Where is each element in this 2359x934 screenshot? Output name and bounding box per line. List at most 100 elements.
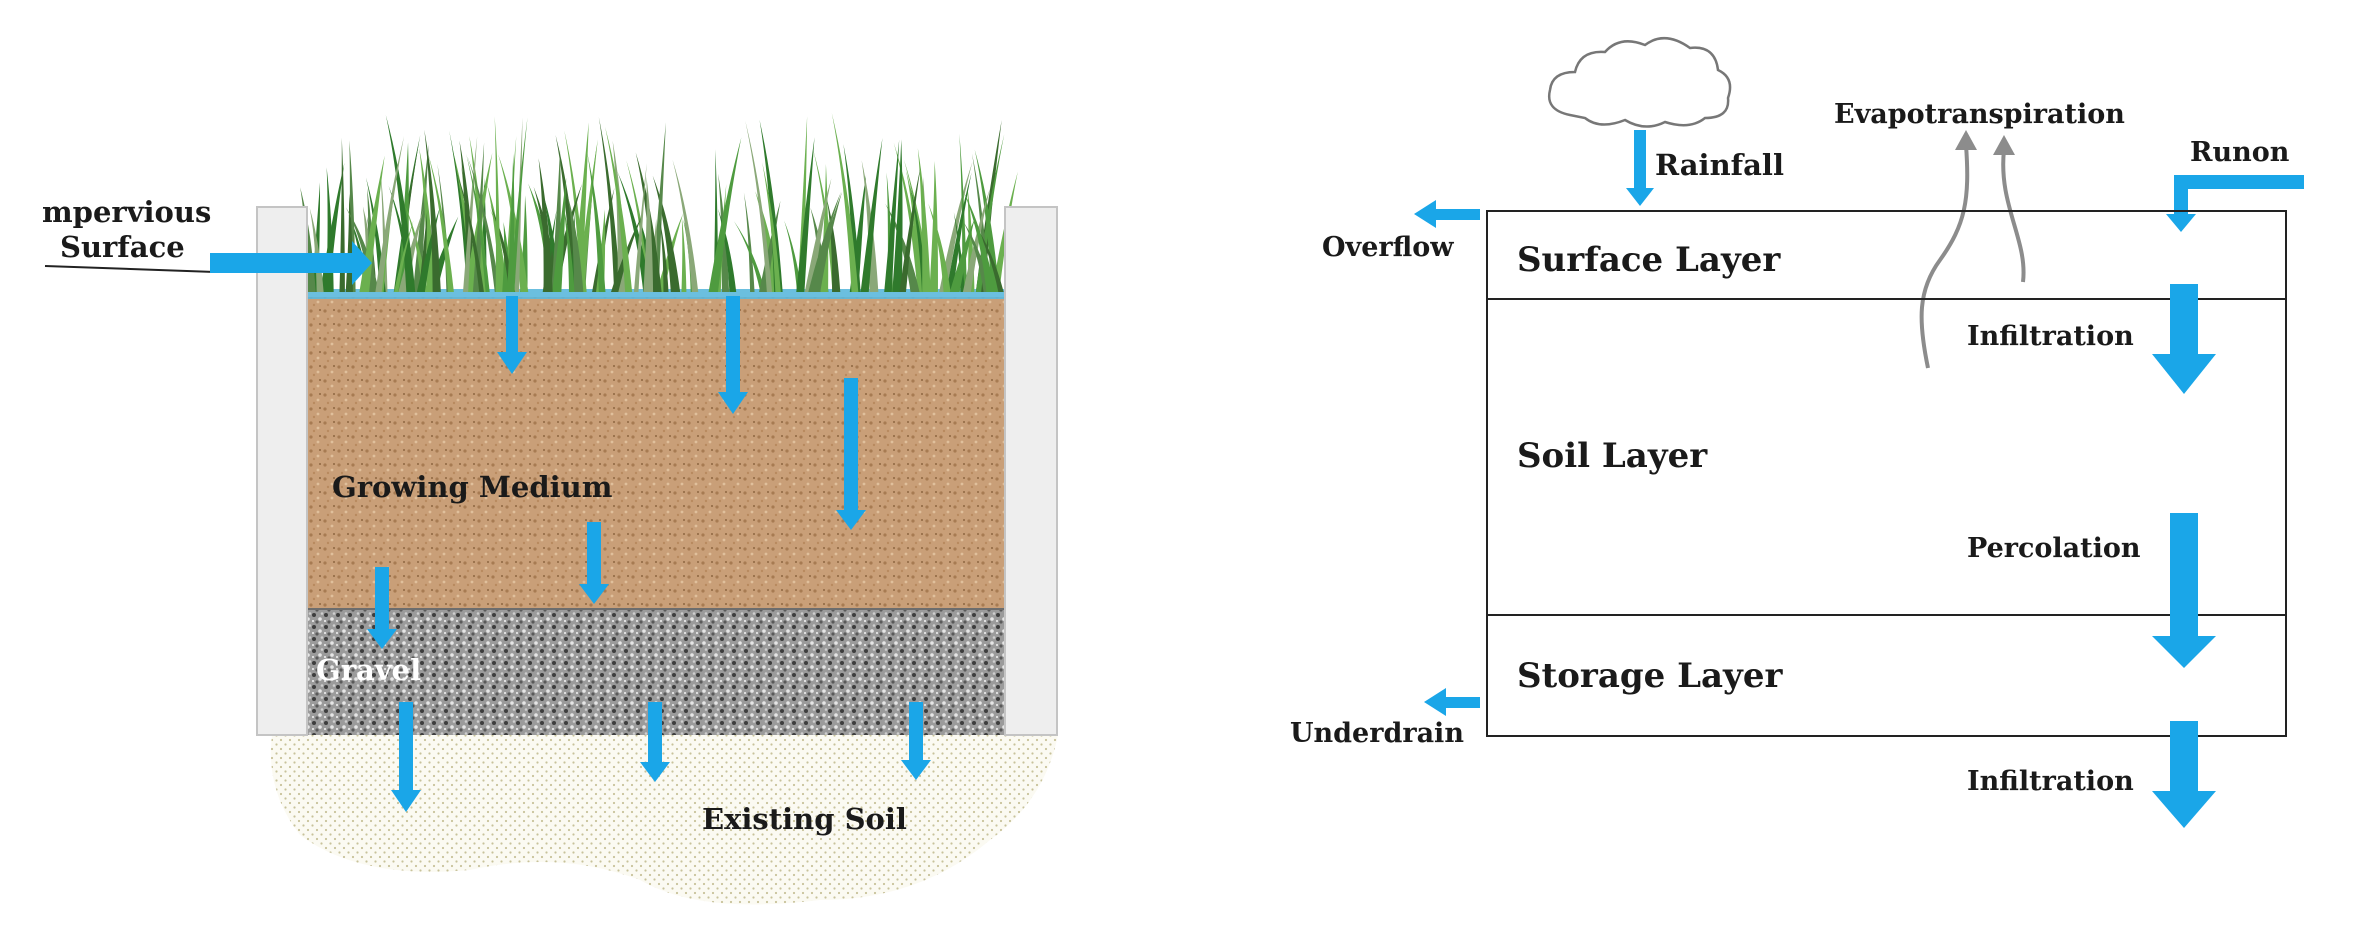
surface-layer-label: Surface Layer (1517, 240, 1781, 280)
grass-blade (964, 192, 996, 292)
runon-arrow (2166, 175, 2304, 232)
grass-blade (762, 162, 781, 292)
cloud-icon (1547, 37, 1732, 128)
exfiltration-arrow-3 (901, 702, 931, 780)
grass-blade (643, 176, 654, 292)
grass-blade (946, 172, 972, 292)
infiltration-arrow-top (2152, 284, 2216, 394)
percolation-label: Percolation (1967, 533, 2141, 564)
grass-blade (929, 161, 938, 292)
exfiltration-arrow-1 (391, 702, 421, 812)
grass-blade (552, 177, 567, 292)
soil-layer-label: Soil Layer (1517, 436, 1708, 476)
grass-blade (796, 137, 815, 292)
grass-blade (962, 188, 990, 292)
grass-blade (917, 148, 931, 292)
grass-blade (633, 163, 647, 292)
grass-blade (567, 194, 584, 292)
left-wall (256, 206, 308, 736)
rainfall-arrow (1626, 130, 1654, 206)
grass-blade (652, 175, 681, 292)
grass-blade (494, 116, 501, 292)
grass-blade (708, 137, 742, 292)
underdrain-label: Underdrain (1290, 718, 1464, 749)
infiltration-arrow-bottom (2152, 721, 2216, 828)
grass-blade (808, 191, 842, 292)
grass-blade (398, 208, 424, 292)
evapotranspiration-label: Evapotranspiration (1834, 99, 2125, 130)
grass-blade (831, 112, 859, 292)
underdrain-arrow (1424, 688, 1480, 716)
percolation-arrow-1 (579, 522, 609, 604)
inflow-arrow (210, 241, 372, 285)
grass-blade (617, 171, 651, 292)
impervious-surface-label-line2: Surface (60, 230, 185, 264)
grass-blade (949, 218, 975, 292)
grass-blade (718, 208, 737, 292)
impervious-surface-leader (44, 265, 216, 273)
grass-vegetation (300, 112, 1018, 293)
grass-blade (784, 220, 802, 292)
grass-blade (424, 129, 441, 292)
gravel-label: Gravel (316, 653, 421, 687)
grass-blade (393, 220, 414, 292)
ponding-water (307, 289, 1005, 299)
grass-blade (743, 192, 755, 292)
grass-blade (659, 218, 669, 292)
right-wall (1004, 206, 1058, 736)
grass-blade (733, 221, 766, 292)
overflow-arrow (1414, 200, 1480, 228)
infiltration-bottom-label: Infiltration (1967, 766, 2134, 797)
grass-blade (538, 158, 553, 292)
overflow-label: Overflow (1322, 232, 1454, 263)
impervious-surface-label-line1: mpervious (42, 195, 211, 229)
grass-blade (892, 139, 903, 292)
grass-blade (759, 119, 783, 292)
infiltration-top-label: Infiltration (1967, 321, 2134, 352)
grass-blade (605, 126, 633, 292)
runon-label: Runon (2190, 137, 2290, 168)
right-panel: Rainfall Evapotranspiration Runon Overfl… (1290, 37, 2304, 828)
grass-blade (899, 166, 921, 292)
existing-soil-area (270, 735, 1058, 905)
grass-blade (893, 142, 924, 292)
grass-blade (672, 159, 699, 292)
grass-blade (804, 178, 832, 292)
existing-soil-label: Existing Soil (702, 802, 907, 836)
evapotranspiration-arrow-1 (1919, 144, 1970, 369)
grass-blade (972, 220, 1004, 292)
evapotranspiration-arrow-2 (2001, 149, 2026, 283)
grass-blade (745, 120, 773, 292)
infiltration-arrow-1 (497, 296, 527, 374)
grass-blade (428, 153, 454, 292)
growing-medium-layer (307, 297, 1005, 609)
grass-blade (860, 138, 883, 292)
grass-blade (449, 130, 472, 292)
storage-layer-label: Storage Layer (1517, 656, 1783, 696)
evapotranspiration-arrowhead-2 (1993, 135, 2015, 155)
percolation-arrow (2152, 513, 2216, 668)
grass-blade (385, 115, 416, 293)
grass-blade (797, 116, 808, 292)
infiltration-arrow-2 (718, 296, 748, 414)
grass-blade (681, 216, 687, 292)
grass-blade (455, 168, 484, 292)
percolation-arrow-2 (367, 567, 397, 649)
grass-blade (884, 139, 900, 292)
grass-blade (563, 205, 575, 292)
grass-blade (939, 162, 973, 292)
layer-stack-box (1486, 210, 2287, 737)
grass-blade (598, 116, 621, 292)
grass-blade (928, 203, 951, 292)
growing-medium-label: Growing Medium (332, 470, 613, 504)
grass-blade (375, 136, 405, 292)
infiltration-arrow-3 (836, 378, 866, 530)
grass-blade (419, 147, 436, 292)
grass-blade (467, 156, 501, 292)
rainfall-label: Rainfall (1655, 148, 1784, 182)
grass-blade (587, 153, 606, 292)
evapotranspiration-arrowhead-1 (1955, 130, 1977, 150)
grass-blade (507, 153, 515, 292)
exfiltration-arrow-2 (640, 702, 670, 782)
